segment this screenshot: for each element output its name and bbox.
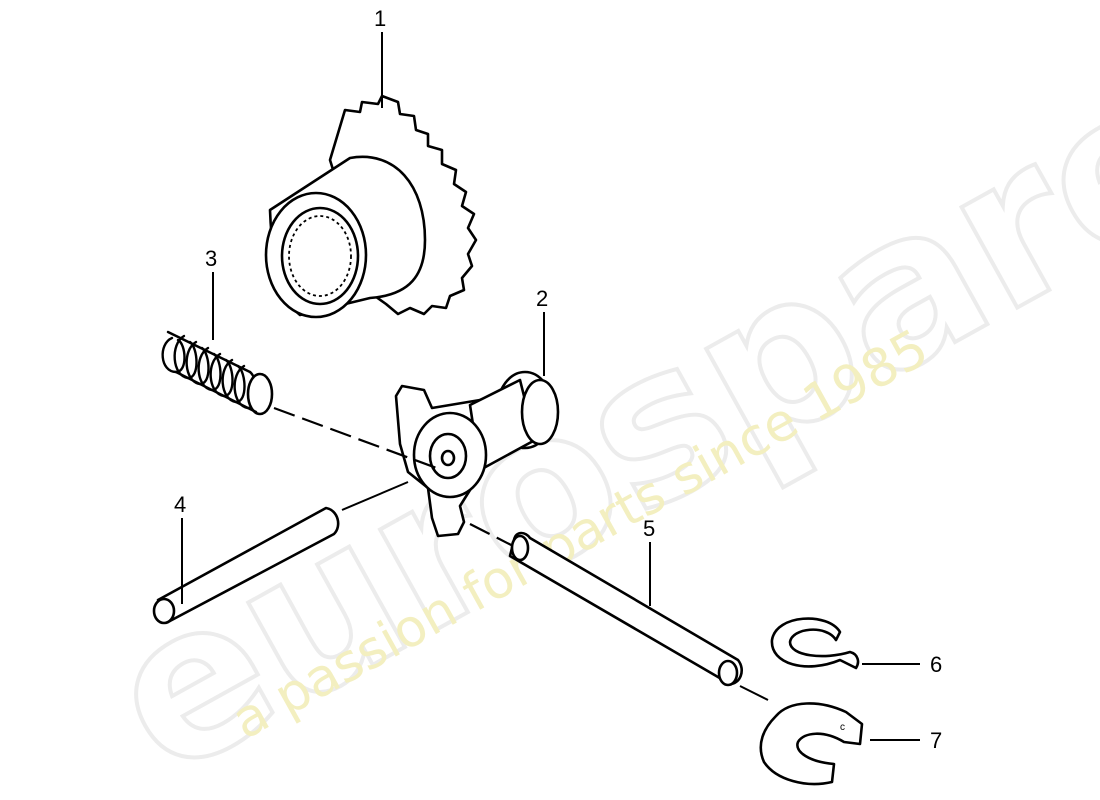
part-1-toothed-sleeve xyxy=(264,94,478,319)
part-6-circlip xyxy=(770,617,860,670)
part-7-c-clip: c xyxy=(759,702,864,786)
callout-6: 6 xyxy=(930,652,942,677)
part-5-long-pin xyxy=(508,531,743,687)
clip-mark: c xyxy=(840,722,845,733)
callout-4: 4 xyxy=(174,492,186,517)
callout-5: 5 xyxy=(643,516,655,541)
watermark: eurospares a passion for parts since 198… xyxy=(68,0,1100,800)
callout-1: 1 xyxy=(374,6,386,31)
callout-3: 3 xyxy=(205,246,217,271)
watermark-brand: eurospares xyxy=(70,0,1100,800)
callout-7: 7 xyxy=(930,728,942,753)
assembly-axis-line-end xyxy=(739,685,769,701)
assembly-axis-line-pin4 xyxy=(341,481,409,511)
callout-2: 2 xyxy=(536,286,548,311)
part-4-short-pin xyxy=(152,506,340,625)
part-2-shift-lever xyxy=(394,370,560,538)
part-3-coil-spring xyxy=(161,330,274,416)
